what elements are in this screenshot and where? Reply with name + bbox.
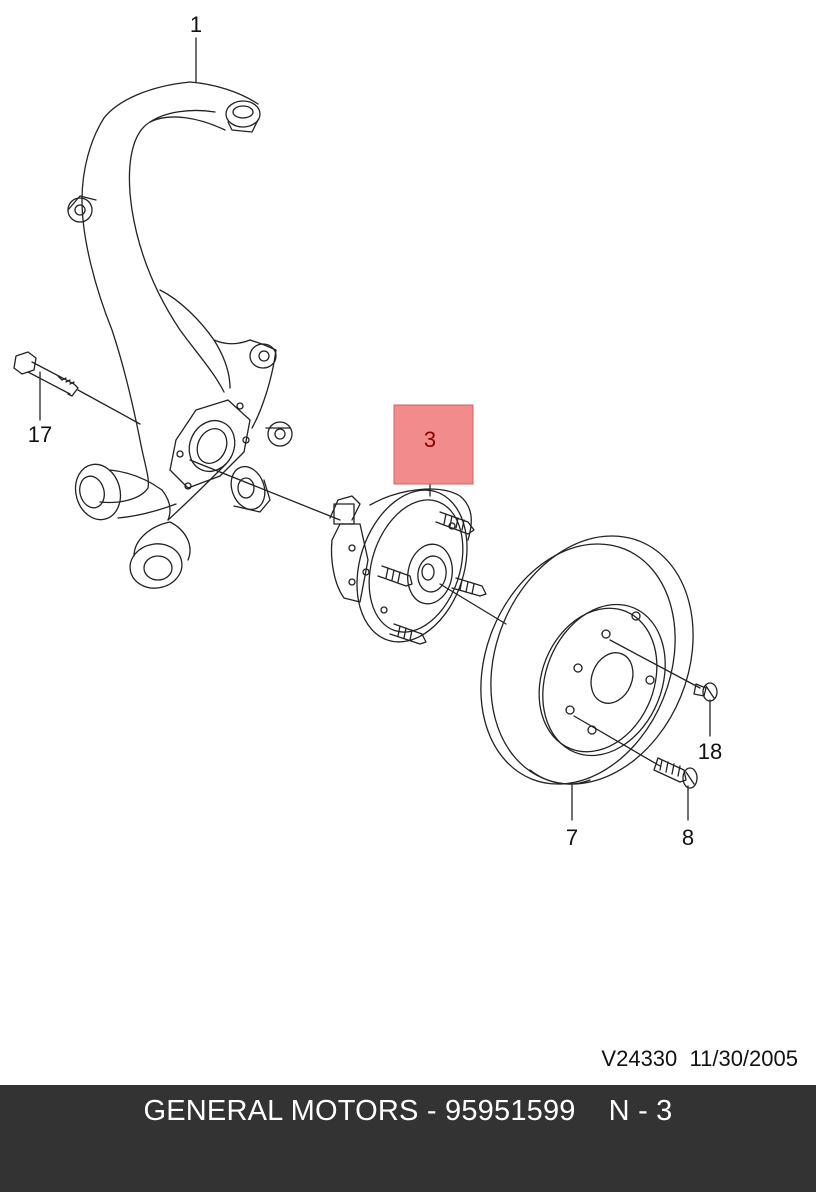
footer-caption: GENERAL MOTORS - 95951599 N - 3 bbox=[0, 1095, 816, 1128]
steering-knuckle bbox=[67, 81, 293, 589]
callout-label-17[interactable]: 17 bbox=[28, 422, 52, 447]
reference-date: 11/30/2005 bbox=[689, 1046, 798, 1071]
callout-label-3[interactable]: 3 bbox=[424, 427, 436, 452]
callout-label-18[interactable]: 18 bbox=[698, 739, 722, 764]
callout-label-1[interactable]: 1 bbox=[190, 12, 202, 37]
diagram-reference: V24330 11/30/2005 bbox=[601, 1046, 798, 1072]
hub-bearing-assembly bbox=[329, 488, 507, 645]
callout-label-8[interactable]: 8 bbox=[682, 825, 694, 850]
disc-screw bbox=[693, 682, 718, 702]
footer-bar bbox=[0, 1085, 816, 1192]
callout-label-7[interactable]: 7 bbox=[566, 825, 578, 850]
position-label: N - 3 bbox=[608, 1095, 673, 1127]
hub-bolt bbox=[653, 757, 698, 789]
reference-code: V24330 bbox=[601, 1046, 678, 1071]
knuckle-bolt bbox=[13, 351, 141, 425]
brake-disc bbox=[480, 535, 701, 785]
callout-highlight-box bbox=[393, 404, 474, 485]
parts-diagram: 1 3 7 8 17 18 bbox=[13, 12, 722, 850]
manufacturer-name: GENERAL MOTORS bbox=[143, 1095, 419, 1127]
part-number: 95951599 bbox=[445, 1095, 576, 1127]
footer-separator: - bbox=[426, 1095, 437, 1127]
assembly-axis-line bbox=[189, 459, 341, 521]
